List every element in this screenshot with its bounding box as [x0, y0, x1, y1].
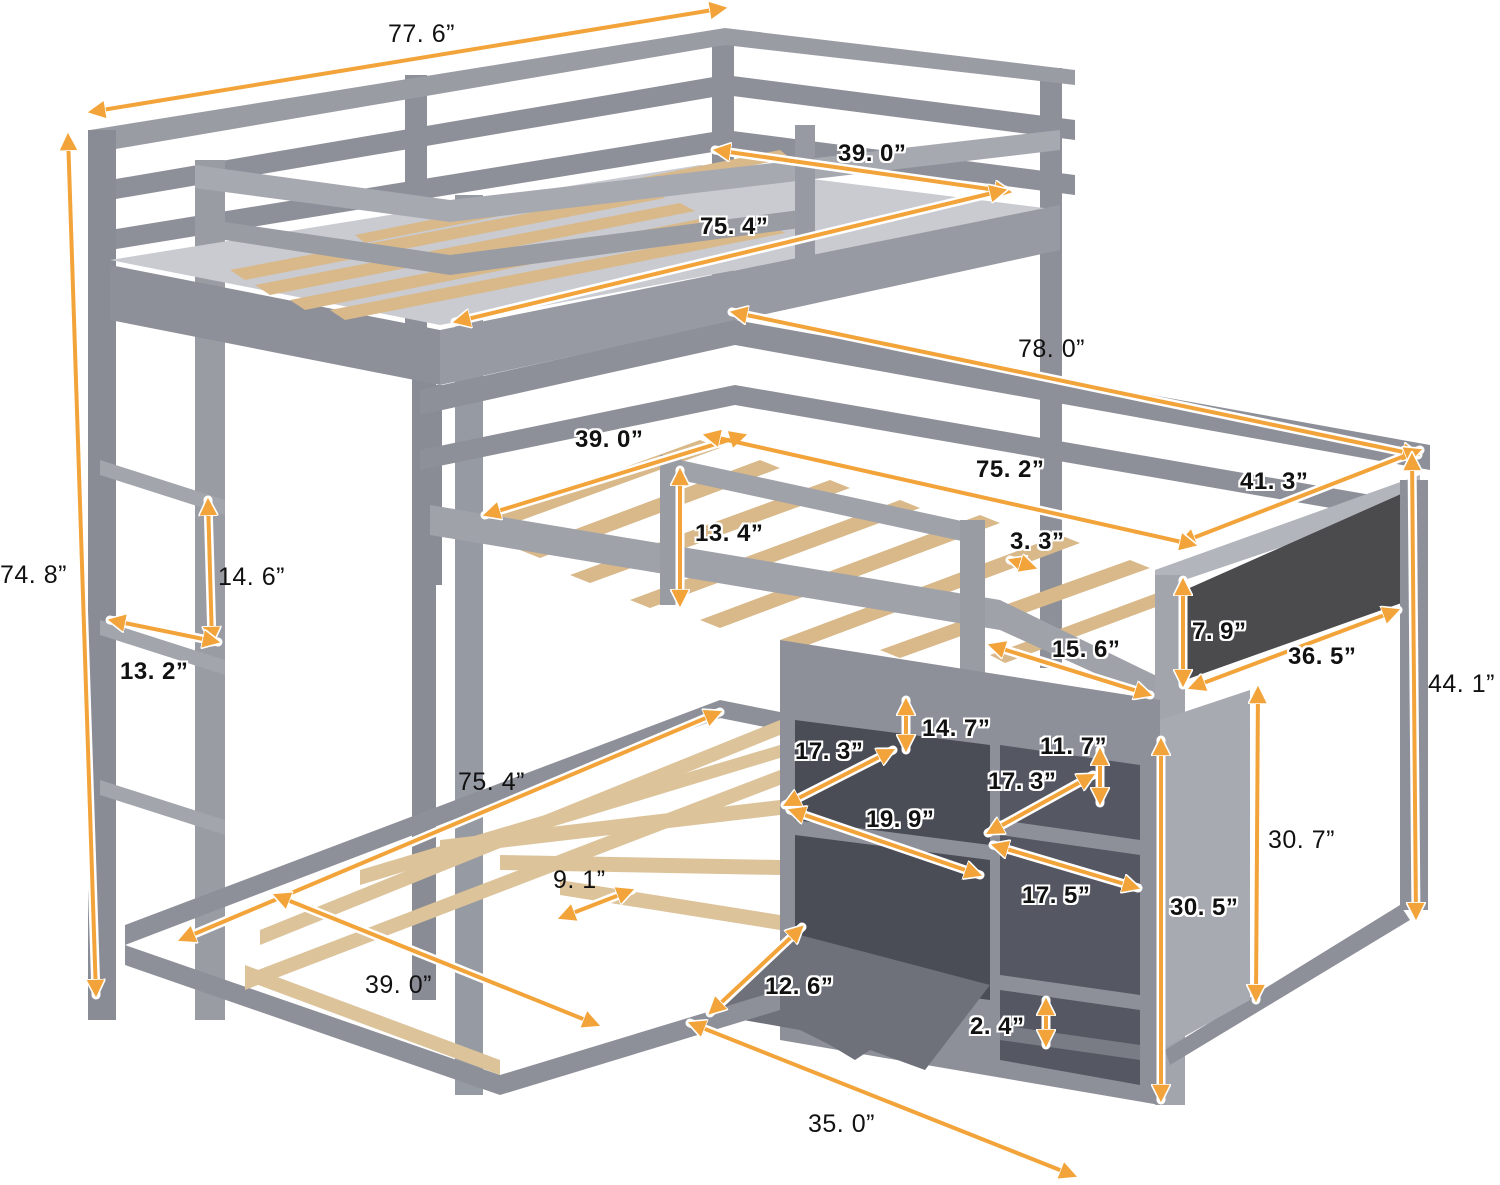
label-under-loft-clearance: 30. 7”: [1268, 826, 1335, 854]
arrow-13-2: [110, 620, 218, 642]
label-guardrail-opening: 15. 6”: [1052, 636, 1121, 663]
label-cabinet-total-length: 35. 0”: [808, 1110, 875, 1138]
label-cabinet-right-depth: 17. 3”: [988, 768, 1057, 795]
label-headboard-panel-height: 7. 9”: [1192, 618, 1247, 645]
arrow-12-6: [710, 927, 802, 1013]
label-overall-height: 74. 8”: [0, 561, 67, 589]
label-desk-board-depth: 12. 6”: [765, 973, 834, 1000]
label-guardrail-height: 13. 4”: [695, 520, 764, 547]
label-bottom-bunk-width: 39. 0”: [365, 971, 432, 999]
label-headboard-panel-width: 36. 5”: [1288, 643, 1357, 670]
label-ladder-step-spacing: 14. 6”: [218, 563, 285, 591]
label-top-bunk-width: 39. 0”: [838, 140, 907, 167]
arrow-3-3: [1010, 560, 1035, 568]
label-cabinet-right-width: 17. 5”: [1022, 882, 1091, 909]
arrow-39-0-bottom: [275, 895, 598, 1025]
label-top-bunk-length: 75. 4”: [700, 213, 769, 240]
arrow-15-6: [990, 645, 1150, 695]
label-bottom-slat-spacing: 9. 1”: [553, 866, 606, 894]
label-cabinet-left-depth: 17. 3”: [795, 738, 864, 765]
label-ladder-width: 13. 2”: [120, 658, 189, 685]
label-overall-length: 77. 6”: [388, 20, 455, 48]
arrow-74-8: [68, 135, 96, 995]
arrow-77-6: [90, 8, 725, 112]
arrow-41-3: [1180, 450, 1420, 543]
label-loft-total-height: 44. 1”: [1428, 670, 1495, 698]
label-cabinet-left-width: 19. 9”: [866, 806, 935, 833]
arrow-19-9: [790, 810, 980, 875]
label-cabinet-top-shelf-height: 14. 7”: [922, 715, 991, 742]
arrow-35-0: [690, 1023, 1075, 1176]
arrow-17-3-right: [988, 775, 1093, 833]
label-lower-loft-length: 78. 0”: [1018, 335, 1085, 363]
label-lower-loft-width: 41. 3”: [1240, 468, 1309, 495]
label-mid-mattress-width: 39. 0”: [575, 426, 644, 453]
label-bottom-bunk-length: 75. 4”: [458, 768, 525, 796]
arrow-75-4-top: [455, 190, 1005, 322]
arrow-36-5: [1190, 610, 1398, 688]
bed-frame: [88, 28, 1430, 1105]
arrow-75-2: [705, 435, 1195, 545]
arrow-17-5: [993, 845, 1138, 888]
label-bottom-shelf-gap: 2. 4”: [970, 1013, 1025, 1040]
arrow-30-7: [1256, 688, 1258, 1000]
label-slat-gap: 3. 3”: [1010, 528, 1065, 555]
arrow-78-0: [732, 312, 1418, 455]
label-cabinet-height: 30. 5”: [1170, 894, 1239, 921]
arrow-44-1: [1412, 455, 1416, 918]
dimension-arrows: [68, 8, 1420, 1181]
label-mid-mattress-length: 75. 2”: [976, 456, 1045, 483]
arrow-17-3-left: [785, 750, 893, 805]
label-cabinet-right-shelf-height: 11. 7”: [1040, 733, 1108, 760]
